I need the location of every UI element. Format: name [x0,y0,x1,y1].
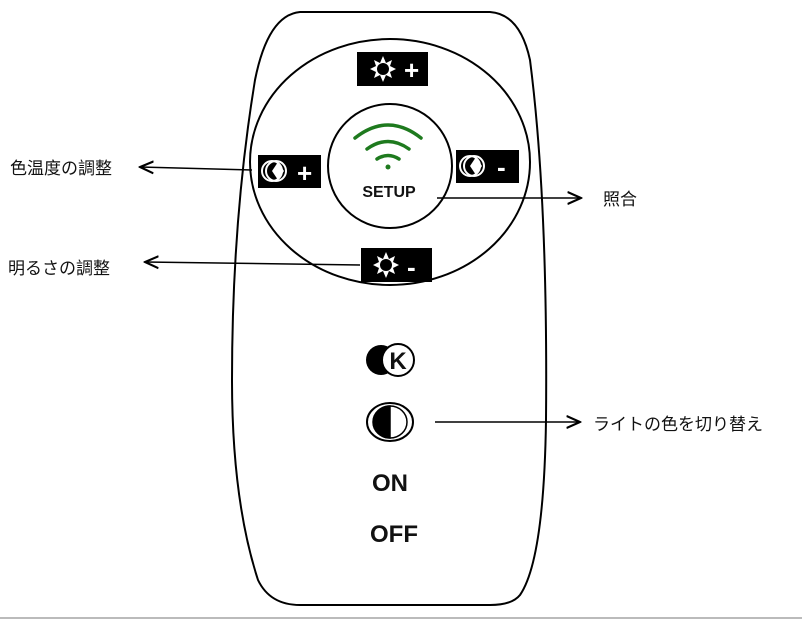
minus-sign: - [407,252,416,282]
color-temp-down-button[interactable]: - [456,150,519,183]
plus-sign: + [404,55,419,85]
kelvin-icon: K [389,348,407,375]
off-button[interactable]: OFF [370,521,418,548]
on-button[interactable]: ON [372,470,408,497]
minus-sign: - [497,152,506,182]
kelvin-button[interactable]: K [366,343,415,377]
brightness-down-button[interactable]: - [361,248,432,282]
color-temp-up-button[interactable]: + [258,155,321,188]
brightness-arrow [145,262,361,265]
color-switch-label: ライトの色を切り替え [593,415,763,435]
color-switch-button[interactable] [366,402,414,442]
plus-sign: + [297,158,312,188]
brightness-up-button[interactable]: + [357,52,428,86]
color-temp-label: 色温度の調整 [10,159,112,179]
wifi-icon [353,123,423,170]
color-temp-arrow [140,167,253,170]
pairing-label: 照合 [603,190,637,210]
setup-label: SETUP [362,184,416,201]
brightness-label: 明るさの調整 [8,259,110,279]
setup-button[interactable]: SETUP [327,103,453,229]
